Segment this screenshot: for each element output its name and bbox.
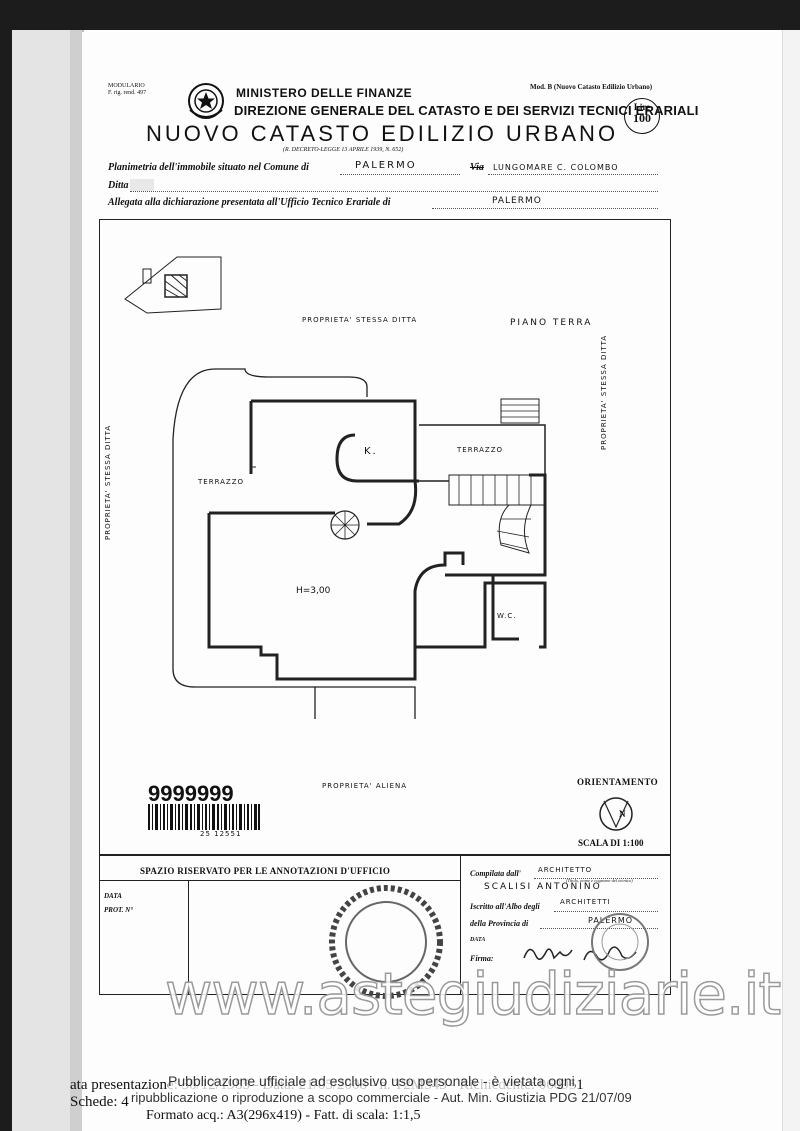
scale-label: SCALA DI 1:100 <box>578 838 644 848</box>
data-label: DATA <box>104 892 122 900</box>
prot-label: PROT. N° <box>104 906 133 914</box>
binder-spine-shadow <box>70 30 82 1131</box>
iscritto-line <box>554 911 658 912</box>
watermark-text: www.astegiudiziarie.it <box>164 959 782 1029</box>
via-line <box>488 174 658 175</box>
allegata-label: Allegata alla dichiarazione presentata a… <box>108 197 391 208</box>
provincia-value: PALERMO <box>588 916 634 925</box>
publication-notice-line2: ripubblicazione o riproduzione a scopo c… <box>131 1090 632 1105</box>
wc-label: W.C. <box>497 612 517 620</box>
iscritto-value: ARCHITETTI <box>560 898 611 906</box>
document-title: NUOVO CATASTO EDILIZIO URBANO <box>146 121 619 146</box>
room-k-label: K. <box>364 446 378 457</box>
room-height-label: H=3,00 <box>296 586 331 596</box>
via-value: LUNGOMARE C. COLOMBO <box>493 163 619 172</box>
firma-label: Firma: <box>470 954 494 963</box>
left-neighbour-label: PROPRIETA' STESSA DITTA <box>104 424 112 540</box>
formato-line: Formato acq.: A3(296x419) - Fatt. di sca… <box>146 1108 421 1123</box>
barcode-number: 9999999 <box>148 781 234 806</box>
modulario-code: F. rig. rend. 497 <box>108 90 147 96</box>
ufficio-line <box>432 208 658 209</box>
ditta-line <box>130 191 658 192</box>
stamp-value-badge: Lire 100 <box>624 98 660 134</box>
planimetria-label: Planimetria dell'immobile situato nel Co… <box>108 162 309 173</box>
page-right-edge <box>782 30 800 1131</box>
iscritto-label: Iscritto all'Albo degli <box>470 902 540 911</box>
tecnico-name: SCALISI ANTONINO <box>484 882 602 892</box>
modulario-label: MODULARIO <box>108 83 145 89</box>
direzione-title: DIREZIONE GENERALE DEL CATASTO E DEI SER… <box>234 103 699 118</box>
top-neighbour-label: PROPRIETA' STESSA DITTA <box>302 316 418 324</box>
orientamento-label: ORIENTAMENTO <box>577 777 659 787</box>
compilata-label: Compilata dall' <box>470 869 521 878</box>
lire-label: Lire <box>633 102 651 112</box>
architect-stamp-seal <box>591 913 649 971</box>
compilata-sub: (Titolo, nome e cognome del tecnico) <box>566 878 633 883</box>
north-icon: N <box>619 809 626 819</box>
scan-top-border <box>0 0 800 30</box>
lire-value: 100 <box>633 111 651 125</box>
floor-plan-drawing <box>124 256 633 831</box>
compilata-line <box>534 878 658 879</box>
barcode-icon <box>148 804 260 830</box>
ministero-title: MINISTERO DELLE FINANZE <box>236 86 413 100</box>
terrazzo-right-label: TERRAZZO <box>457 446 504 454</box>
barcode-subnumber: 25 12551 <box>200 830 242 838</box>
model-label: Mod. B (Nuovo Catasto Edilizio Urbano) <box>530 83 653 91</box>
data2-label: DATA <box>470 937 486 943</box>
ditta-label: Ditta <box>108 180 129 191</box>
ufficio-value: PALERMO <box>492 196 542 206</box>
right-neighbour-label: PROPRIETA' STESSA DITTA <box>600 334 608 450</box>
floor-plan-frame <box>99 219 671 855</box>
comune-line <box>340 174 460 175</box>
office-stamp-seal <box>329 885 443 999</box>
scan-left-border <box>0 0 12 1131</box>
schede-line: Schede: 4 <box>70 1094 129 1110</box>
annotations-header-rule <box>99 880 460 881</box>
document-page <box>82 32 782 1131</box>
bottom-neighbour-label: PROPRIETA' ALIENA <box>322 782 408 790</box>
decree-reference: (R. DECRETO-LEGGE 13 APRILE 1939, N. 652… <box>283 147 404 153</box>
annotations-column-rule <box>188 880 189 995</box>
republic-emblem-icon <box>188 83 224 119</box>
spazio-riservato-label: SPAZIO RISERVATO PER LE ANNOTAZIONI D'UF… <box>140 866 391 876</box>
via-label: Via <box>470 162 484 173</box>
ditta-redacted <box>130 179 154 191</box>
compilata-value: ARCHITETTO <box>538 866 593 874</box>
floor-label: PIANO TERRA <box>510 318 593 328</box>
terrazzo-left-label: TERRAZZO <box>198 478 245 486</box>
publication-notice-line1: Pubblicazione ufficiale ad esclusivo uso… <box>168 1073 575 1089</box>
provincia-line <box>540 928 658 929</box>
comune-value: PALERMO <box>355 160 417 171</box>
provincia-label: della Provincia di <box>470 919 529 928</box>
annotations-divider <box>460 855 461 995</box>
